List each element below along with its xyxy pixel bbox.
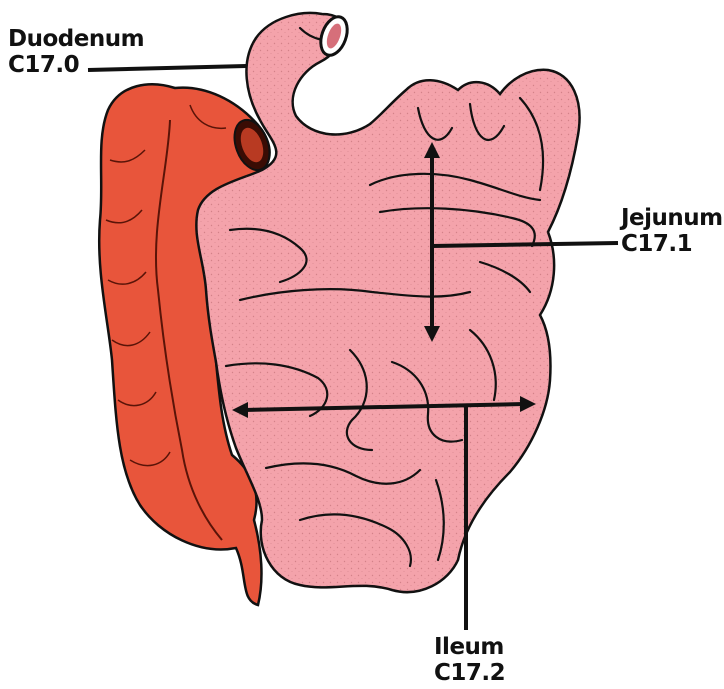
ileum-label: Ileum C17.2 [434,634,505,686]
jejunum-code: C17.1 [621,231,723,257]
jejunum-name: Jejunum [621,205,723,231]
duodenum-label: Duodenum C17.0 [8,26,144,78]
duodenum-code: C17.0 [8,52,144,78]
jejunum-label: Jejunum C17.1 [621,205,723,257]
duodenum-name: Duodenum [8,26,144,52]
ileum-name: Ileum [434,634,505,660]
ileum-code: C17.2 [434,660,505,686]
